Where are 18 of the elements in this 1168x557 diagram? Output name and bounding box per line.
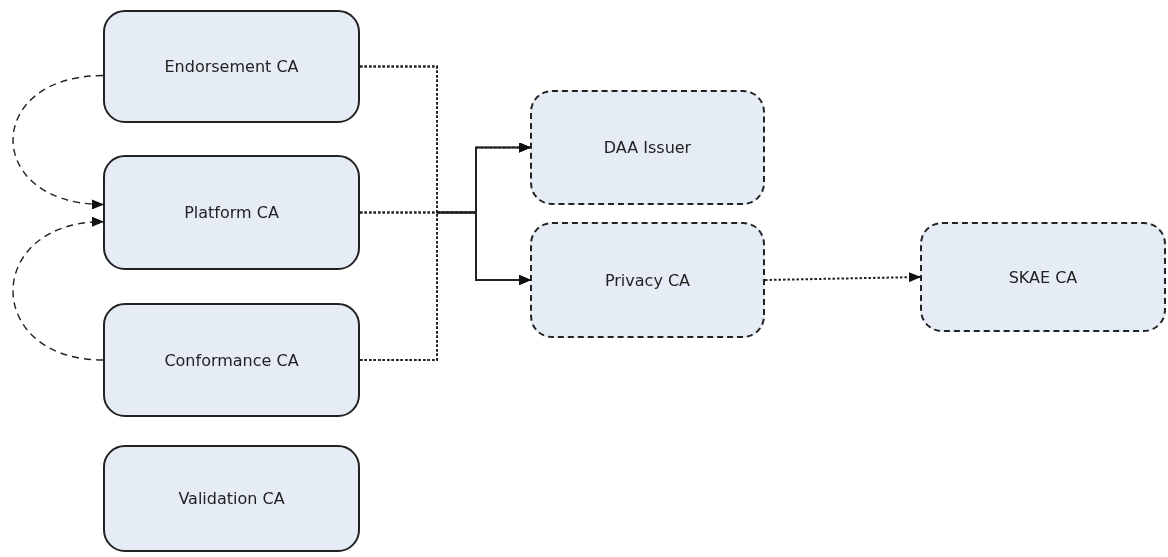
rounded-box — [103, 155, 360, 270]
node-label: Endorsement CA — [164, 57, 299, 76]
node-label: Validation CA — [178, 489, 285, 508]
rounded-box — [530, 222, 765, 338]
rounded-box — [920, 222, 1166, 332]
rounded-box — [530, 90, 765, 205]
node-label: Platform CA — [184, 203, 279, 222]
node-label: DAA Issuer — [603, 138, 692, 157]
arrow — [12, 217, 104, 361]
rounded-box — [103, 445, 360, 552]
node-label: Privacy CA — [604, 270, 691, 290]
arrow — [359, 211, 531, 361]
arrow — [764, 272, 921, 283]
arrow — [12, 74, 104, 209]
rounded-box — [103, 10, 360, 123]
node-label: Conformance CA — [164, 350, 299, 370]
rounded-box — [103, 303, 360, 417]
node-label: SKAE CA — [1008, 267, 1078, 287]
